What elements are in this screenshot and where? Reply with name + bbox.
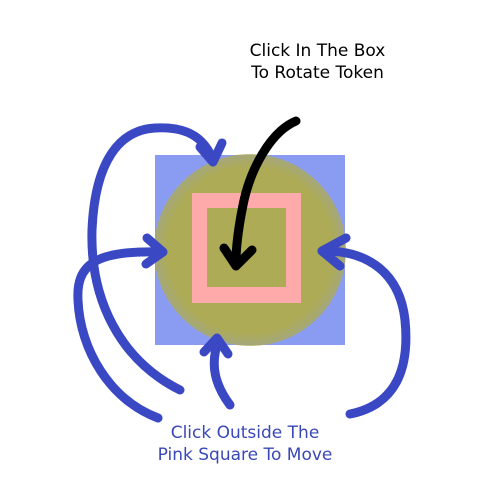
move-arrow-bottom-icon xyxy=(209,337,235,410)
rotate-arrow-icon xyxy=(231,116,301,267)
move-arrow-right-head-icon xyxy=(317,233,351,271)
move-arrow-right-icon xyxy=(317,246,411,419)
move-arrow-left-icon xyxy=(73,247,165,423)
move-instruction-line-1: Click Outside The xyxy=(170,423,320,443)
rotate-instruction: Click In The Box To Rotate Token xyxy=(210,40,425,84)
move-arrow-bottom-head-icon xyxy=(199,333,233,359)
rotate-arrow-head-icon xyxy=(219,243,257,271)
move-arrow-left-head-icon xyxy=(141,233,168,269)
rotate-box-center[interactable] xyxy=(207,208,286,287)
move-instruction-line-2: Pink Square To Move xyxy=(157,445,333,465)
move-arrow-top-icon xyxy=(87,123,218,395)
rotate-instruction-line-2: To Rotate Token xyxy=(251,63,384,83)
move-arrow-top-head-icon xyxy=(195,138,227,167)
move-instruction: Click Outside The Pink Square To Move xyxy=(120,422,370,466)
rotate-instruction-line-1: Click In The Box xyxy=(249,41,386,61)
